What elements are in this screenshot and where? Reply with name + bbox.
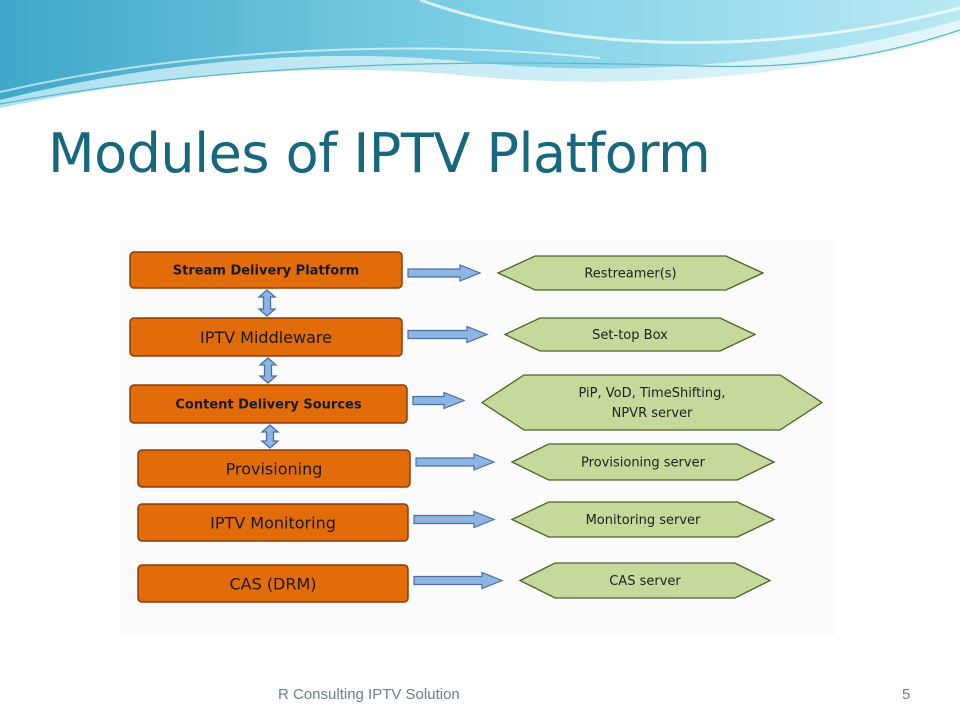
server-label-2: Set-top Box	[592, 328, 668, 343]
server-hexagon-5	[510, 501, 776, 538]
server-label-3-line-1: PiP, VoD, TimeShifting,	[579, 386, 726, 401]
flow-arrow-5	[413, 510, 496, 529]
module-box-1	[129, 251, 403, 289]
module-label-4: Provisioning	[226, 459, 323, 478]
module-label-1: Stream Delivery Platform	[173, 264, 359, 279]
server-label-1: Restreamer(s)	[584, 267, 676, 282]
flow-arrow-6	[413, 571, 504, 590]
flow-arrow-3	[412, 391, 466, 410]
double-arrow-1	[257, 289, 277, 317]
footer-text: R Consulting IPTV Solution	[278, 686, 460, 703]
server-hexagon-2	[503, 317, 757, 352]
server-hexagon-4	[510, 443, 776, 481]
module-box-3	[129, 384, 408, 424]
flow-arrow-1	[407, 264, 482, 282]
server-label-6: CAS server	[609, 574, 681, 589]
module-box-6	[137, 564, 409, 603]
server-label-3-line-2: NPVR server	[612, 406, 693, 421]
header-wave-decoration	[0, 0, 960, 108]
module-box-4	[137, 449, 411, 488]
server-hexagon-1	[496, 255, 765, 291]
server-hexagon-3	[480, 374, 824, 431]
module-label-2: IPTV Middleware	[200, 328, 332, 347]
flow-arrow-2	[407, 325, 489, 344]
module-label-3: Content Delivery Sources	[175, 398, 361, 413]
page-number: 5	[902, 686, 911, 703]
module-label-5: IPTV Monitoring	[210, 513, 336, 532]
double-arrow-3	[260, 424, 280, 449]
server-label-4: Provisioning server	[581, 456, 706, 471]
module-box-2	[129, 317, 403, 357]
slide-title: Modules of IPTV Platform	[48, 122, 711, 185]
flow-arrow-4	[415, 453, 496, 471]
server-label-5: Monitoring server	[586, 513, 701, 528]
module-box-5	[137, 503, 409, 542]
module-label-6: CAS (DRM)	[229, 574, 316, 593]
server-hexagon-6	[518, 562, 772, 599]
double-arrow-2	[258, 357, 278, 384]
